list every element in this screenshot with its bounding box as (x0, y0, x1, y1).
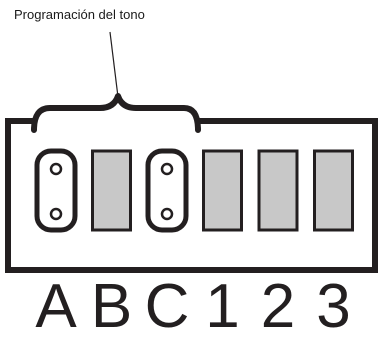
switch-label-b: B (90, 272, 133, 341)
jumper-pin-bottom (49, 207, 63, 221)
empty-slot (202, 149, 243, 232)
empty-slot (257, 149, 299, 232)
switch-2 (257, 149, 299, 232)
switch-1 (202, 149, 243, 232)
switch-label-2: 2 (260, 272, 296, 341)
switch-slots (34, 148, 354, 233)
jumper-shunt (145, 148, 189, 233)
switch-c (145, 148, 189, 233)
empty-slot (313, 149, 354, 232)
empty-slot (91, 149, 132, 232)
jumper-pin-top (160, 162, 174, 176)
switch-label-c: C (144, 272, 190, 341)
switch-label-3: 3 (316, 272, 351, 341)
switch-b (91, 149, 132, 232)
jumper-shunt (34, 148, 78, 233)
jumper-pin-bottom (160, 207, 174, 221)
switch-3 (313, 149, 354, 232)
grouping-brace (31, 93, 201, 133)
callout-leader-line (109, 31, 119, 98)
switch-label-a: A (35, 272, 77, 341)
switch-a (34, 148, 78, 233)
jumper-pin-top (49, 162, 63, 176)
callout-label: Programación del tono (14, 7, 145, 22)
switch-label-1: 1 (205, 272, 240, 341)
switch-housing (5, 118, 378, 273)
